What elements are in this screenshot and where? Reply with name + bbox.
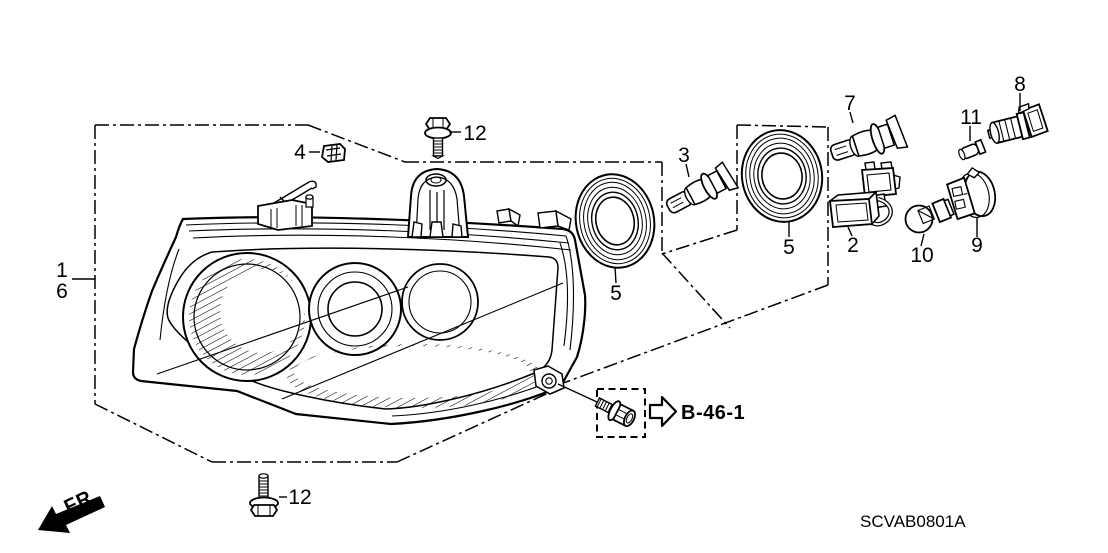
callout-part-10: 10	[910, 244, 933, 267]
mounting-tower	[406, 167, 470, 238]
callout-part-9: 9	[971, 234, 983, 257]
top-left-bracket	[257, 180, 317, 231]
bulb-7-drawing	[829, 114, 909, 161]
seal-ring-left	[574, 173, 656, 269]
callout-part-2: 2	[847, 234, 859, 257]
callout-part-6: 6	[56, 280, 68, 303]
callout-part-7: 7	[844, 92, 856, 115]
bulb-3-drawing	[665, 161, 740, 214]
clip-4-drawing	[321, 143, 346, 163]
screw-boss	[533, 365, 565, 395]
bulb-11-drawing	[958, 138, 987, 161]
bulb-10-drawing	[904, 197, 955, 234]
seal-ring-right	[740, 129, 824, 223]
hatched-bore-shadow	[189, 259, 305, 375]
callout-part-4: 4	[294, 141, 306, 164]
bolt-12-top-drawing	[424, 117, 452, 160]
socket-8-drawing	[986, 102, 1049, 145]
callout-part-8: 8	[1014, 73, 1026, 96]
b46-detail	[557, 383, 678, 438]
projection-lines	[94, 124, 829, 463]
callout-part-12-top: 12	[463, 122, 486, 145]
headlamp-assembly-drawing	[131, 167, 587, 426]
callout-part-5-right: 5	[783, 236, 795, 259]
detail-reference-label: B-46-1	[681, 402, 745, 424]
socket-9-drawing	[946, 166, 997, 221]
socket-2-drawing	[827, 161, 901, 228]
callout-part-11: 11	[960, 106, 982, 129]
callout-part-1: 1	[56, 259, 68, 282]
callout-part-12-bottom: 12	[288, 486, 311, 509]
lens-reflection-lines	[156, 282, 564, 400]
b46-detail-box	[596, 388, 646, 438]
diagram-code: SCVAB0801A	[860, 512, 966, 531]
top-right-clips	[496, 207, 572, 231]
fr-arrow-icon	[38, 496, 105, 533]
callout-part-5-left: 5	[610, 282, 622, 305]
b46-arrow-icon	[648, 395, 678, 428]
b46-bolt-drawing	[594, 397, 636, 428]
leader-lines	[72, 93, 1021, 498]
bolt-12-bottom-drawing	[249, 473, 279, 517]
callout-part-3: 3	[678, 144, 690, 167]
